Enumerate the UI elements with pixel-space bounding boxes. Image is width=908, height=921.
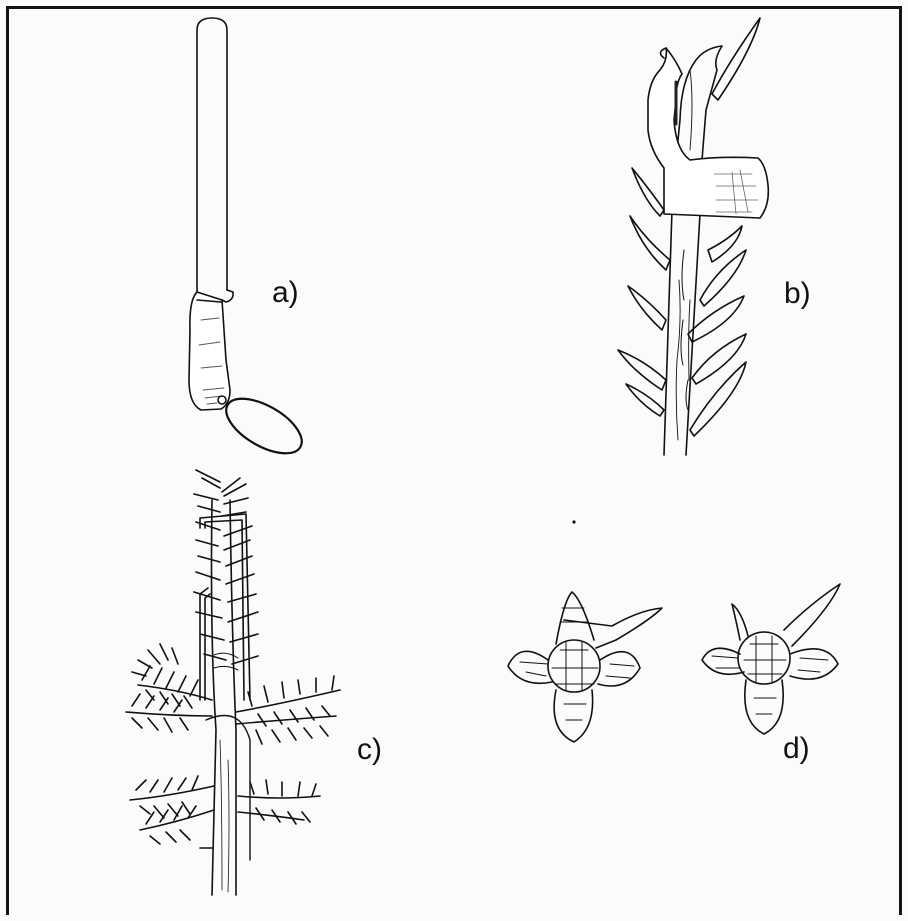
panel-b-label: b) bbox=[784, 279, 811, 309]
speck-dot bbox=[572, 520, 575, 523]
panel-d-label: d) bbox=[783, 734, 810, 764]
pruned-shoot-icon bbox=[618, 18, 768, 455]
bud-cluster-icon bbox=[508, 584, 840, 742]
panel-a-label: a) bbox=[272, 278, 299, 308]
fir-branch-icon bbox=[126, 470, 340, 895]
knife-icon bbox=[189, 18, 310, 464]
panel-c-label: c) bbox=[357, 735, 382, 765]
